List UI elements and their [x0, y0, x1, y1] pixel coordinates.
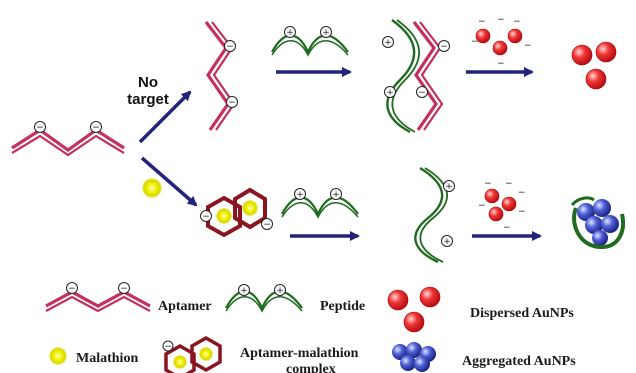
charge-negative-marker: − [261, 218, 273, 230]
arrow-no-target [138, 90, 192, 144]
charge-positive-marker: + [330, 188, 342, 200]
svg-text:−: − [513, 17, 521, 27]
legend-peptide-label: Peptide [320, 299, 365, 314]
svg-text:−: − [503, 223, 511, 233]
svg-text:−: − [202, 212, 210, 222]
charge-positive-marker: + [294, 188, 306, 200]
svg-text:−: − [226, 42, 234, 52]
svg-text:−: − [518, 207, 526, 217]
aptamer-peptide-duplex: + + − − [382, 19, 450, 134]
svg-text:+: + [276, 286, 284, 296]
peptide-top: + + [271, 26, 349, 57]
no-target-label: target [127, 91, 169, 108]
svg-text:+: + [322, 28, 330, 38]
svg-text:−: − [263, 220, 271, 230]
svg-text:+: + [384, 38, 392, 48]
legend-malathion-label: Malathion [76, 351, 138, 366]
legend-aptamer-label: Aptamer [158, 299, 212, 314]
charge-positive-marker: + [384, 86, 396, 98]
charge-positive-marker: + [382, 36, 394, 48]
svg-text:−: − [478, 201, 486, 211]
aptamer-free: − − [204, 21, 238, 131]
svg-text:+: + [386, 88, 394, 98]
legend-aptamer-symbol: − − [45, 282, 151, 313]
legend-complex-label: complex [286, 362, 336, 373]
svg-text:−: − [228, 98, 236, 108]
svg-text:+: + [332, 190, 340, 200]
svg-text:−: − [484, 179, 492, 189]
aunps-negative-top: − − − − − − [471, 15, 532, 69]
charge-negative-marker: − [416, 86, 428, 98]
legend-dispersed-label: Dispersed AuNPs [470, 306, 574, 321]
legend-complex-symbol: − [162, 335, 222, 373]
arrow-with-target [140, 156, 198, 207]
charge-positive-marker: + [441, 235, 453, 247]
legend-aggregated-symbol [392, 342, 436, 372]
svg-text:−: − [518, 188, 526, 198]
svg-text:+: + [286, 28, 294, 38]
svg-text:+: + [445, 182, 453, 192]
svg-text:−: − [164, 342, 172, 352]
charge-positive-marker: + [320, 26, 332, 38]
peptide-free: + + [414, 166, 455, 264]
charge-negative-marker: − [226, 96, 238, 108]
charge-positive-marker: + [443, 180, 455, 192]
negative-sign: − [92, 123, 100, 133]
svg-text:−: − [418, 88, 426, 98]
peptide-bottom: + + [281, 188, 359, 219]
legend-aggregated-label: Aggregated AuNPs [462, 354, 576, 369]
svg-text:+: + [443, 237, 451, 247]
svg-text:−: − [471, 37, 479, 47]
svg-text:−: − [524, 41, 532, 51]
svg-text:−: − [505, 179, 513, 189]
charge-negative-marker: − [224, 40, 236, 52]
svg-text:+: + [296, 190, 304, 200]
charge-positive-marker: + [284, 26, 296, 38]
charge-negative-marker: − [438, 40, 450, 52]
charge-negative-marker: − [200, 210, 212, 222]
svg-text:−: − [478, 17, 486, 27]
charge-negative-marker: − [90, 121, 102, 133]
negative-sign: − [36, 123, 44, 133]
aunps-negative-bottom: − − − − − − [478, 179, 526, 233]
svg-text:+: + [240, 286, 248, 296]
svg-text:−: − [120, 284, 128, 294]
legend: − − Aptamer + + Peptide Dispersed AuNPs … [45, 282, 576, 373]
charge-negative-marker: − [34, 121, 46, 133]
svg-text:−: − [68, 284, 76, 294]
aptamer-initial: − − [11, 121, 125, 157]
svg-text:−: − [440, 42, 448, 52]
dispersed-aunps-result [571, 41, 617, 90]
svg-text:−: − [497, 15, 505, 25]
no-target-label: No [138, 74, 158, 91]
aggregated-aunps-result [570, 196, 625, 249]
legend-complex-label: Aptamer-malathion [240, 346, 359, 361]
aptamer-malathion-complex: − − [200, 187, 273, 238]
legend-peptide-symbol: + + [225, 284, 303, 313]
legend-malathion-symbol [49, 347, 67, 365]
legend-dispersed-symbol [387, 286, 441, 333]
malathion-molecule [142, 178, 162, 198]
svg-text:−: − [497, 59, 505, 69]
